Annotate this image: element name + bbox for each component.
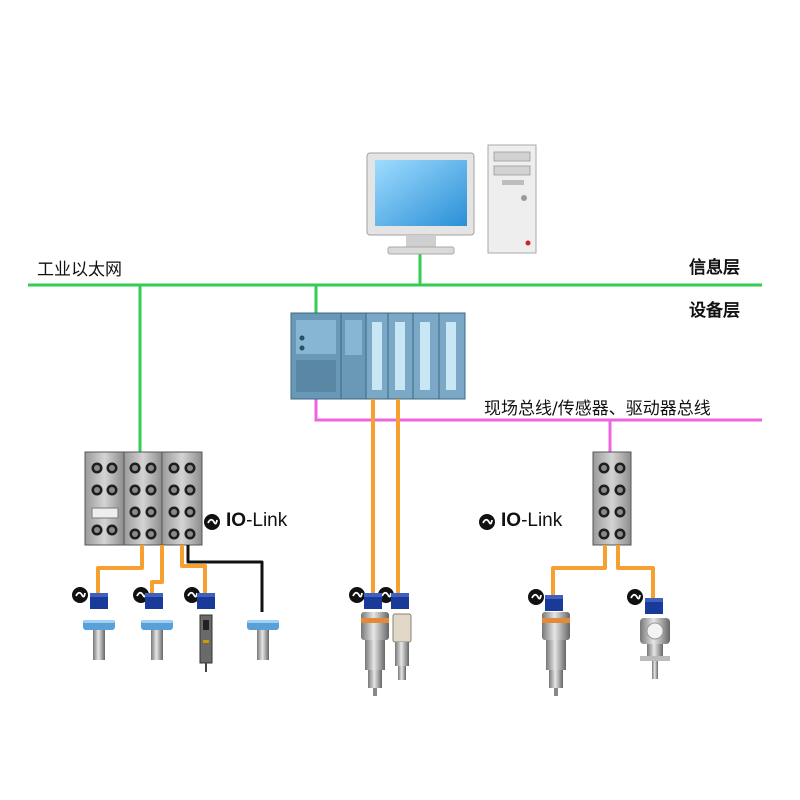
cable-connectors <box>90 593 663 614</box>
io-link-link-text: -Link <box>521 510 563 531</box>
io-link-logo-right: IO-Link <box>501 510 562 532</box>
io-link-logo-icon <box>203 513 221 531</box>
plc-rack <box>290 312 466 400</box>
computer-monitor <box>366 152 475 255</box>
ethernet-lines <box>28 250 762 452</box>
io-link-io-text: IO <box>501 510 522 531</box>
sensor-cables <box>96 399 655 612</box>
sensors <box>83 612 670 696</box>
fieldbus-lines <box>314 398 762 452</box>
io-link-master-right <box>592 451 632 546</box>
io-link-io-text: IO <box>226 510 247 531</box>
fieldbus-label: 现场总线/传感器、驱动器总线 <box>484 399 711 419</box>
info-layer-label: 信息层 <box>689 258 740 278</box>
io-link-logo-icon <box>478 513 496 531</box>
hygienic-sensor <box>640 618 670 679</box>
ethernet-label: 工业以太网 <box>37 260 122 280</box>
io-link-logo-left: IO-Link <box>226 510 287 532</box>
slim-probe-sensor <box>392 613 412 680</box>
io-link-master-left <box>84 451 203 546</box>
device-layer-label: 设备层 <box>689 301 740 321</box>
io-link-link-text: -Link <box>246 510 288 531</box>
linear-sensor <box>199 614 213 672</box>
computer-tower <box>487 144 537 254</box>
